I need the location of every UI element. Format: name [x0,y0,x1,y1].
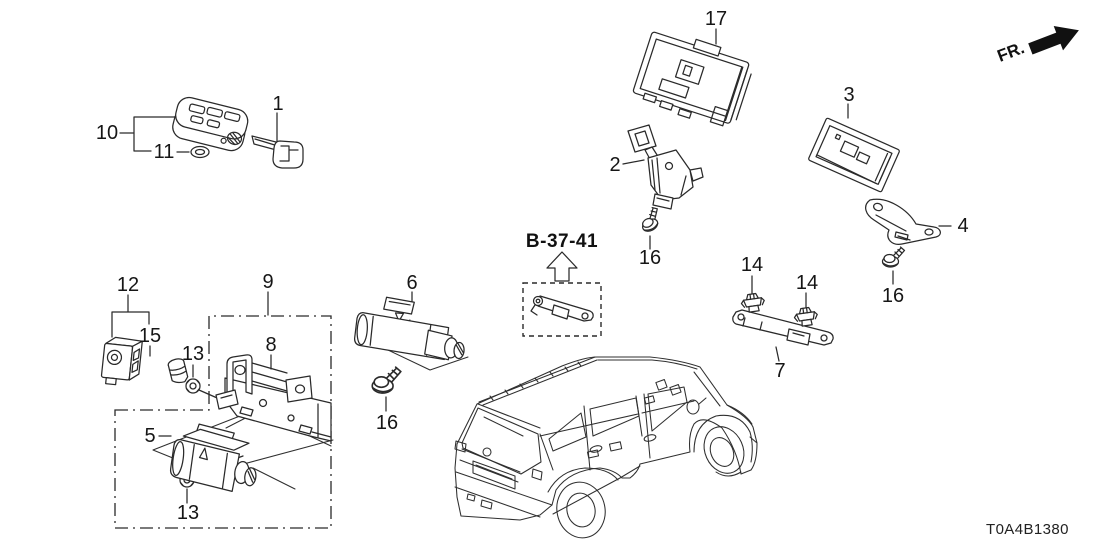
part-callout-8: 8 [265,334,277,356]
part-callout-14: 14 [795,272,819,294]
ref-dashed-box [522,282,602,337]
part-callout-16: 16 [638,247,662,269]
detail-ref-label: B-37-41 [525,231,599,252]
part-3-module-drawing [808,117,900,193]
part-callout-14: 14 [740,254,764,276]
part-callout-10: 10 [95,122,119,144]
leader-lines [111,28,952,504]
part-12-unit-drawing [100,336,143,386]
fr-arrow-icon [1028,26,1079,55]
part-2-bracket-drawing [627,124,704,210]
part-15-clip-drawing [167,358,189,384]
part-callout-4: 4 [957,215,969,237]
part-callout-7: 7 [774,360,786,382]
part-7-antenna-drawing [732,309,834,346]
part-callout-15: 15 [138,325,162,347]
fr-label: FR. [995,38,1027,66]
part-callout-12: 12 [116,274,140,296]
fr-direction-indicator: FR. [995,26,1079,66]
part-16-bolt-drawing [881,246,906,268]
part-6-unit-drawing [354,296,465,361]
part-4-bracket-drawing [865,198,941,245]
part-callout-13: 13 [181,343,205,365]
part-16-bolt-drawing [371,366,402,394]
part-callout-5: 5 [144,425,156,447]
part-callout-9: 9 [262,271,274,293]
part-callout-16: 16 [375,412,399,434]
part-callout-13: 13 [176,502,200,524]
part-8-bracket-drawing [215,354,332,442]
part-callout-6: 6 [406,272,418,294]
vehicle-drawing [454,356,758,539]
part-callout-2: 2 [609,154,621,176]
part-callout-11: 11 [153,141,175,163]
part-10-keyfob-drawing [172,96,249,152]
part-13-nut-drawing [185,378,201,394]
ref-antenna-drawing [530,295,594,322]
part-callout-1: 1 [272,93,284,115]
part-1-keyblade-drawing [251,135,304,169]
part-5-unit-drawing [169,423,257,492]
ref-arrow-icon [546,251,578,282]
part-callout-16: 16 [881,285,905,307]
diagram-code: T0A4B1380 [986,521,1069,538]
part-callout-3: 3 [843,84,855,106]
group-box-9-and-5 [114,315,332,529]
part-17-module-drawing [632,31,752,127]
part-11-battery-drawing [190,145,210,159]
part-16-bolt-drawing [635,205,666,235]
part-callout-17: 17 [704,8,728,30]
